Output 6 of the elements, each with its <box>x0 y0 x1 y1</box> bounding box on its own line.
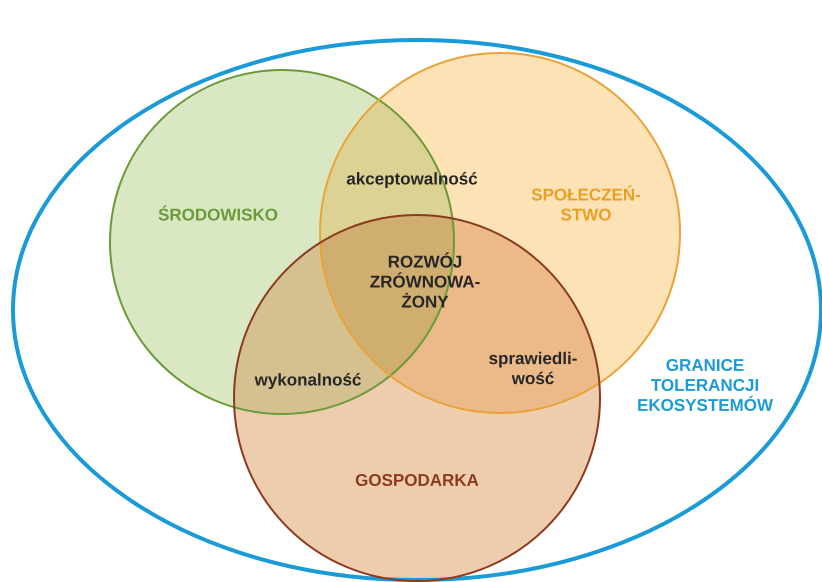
circle-label: ŚRODOWISKO <box>158 205 278 221</box>
circle-label: GOSPODARKA <box>356 474 478 486</box>
region-label: sprawiedli-wość <box>489 352 577 384</box>
boundary-label: GRANICE TOLERANCJI EKOSYSTEMÓW <box>638 358 773 412</box>
circle-label: SPOŁECZEŃ-STWO <box>532 185 640 221</box>
region-label: wykonalność <box>254 373 361 389</box>
